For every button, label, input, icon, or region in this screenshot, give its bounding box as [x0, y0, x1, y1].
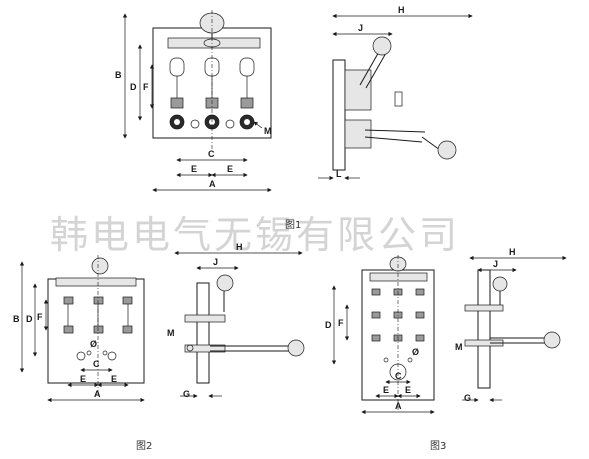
dim-label: D [26, 314, 33, 324]
dim-label: B [13, 314, 20, 324]
dim-label: F [37, 312, 43, 322]
dim-label: L [336, 169, 342, 179]
dim-label: J [358, 23, 363, 33]
dim-label: C [208, 149, 215, 159]
dim-label: H [236, 242, 243, 252]
dim-label: E [191, 164, 197, 174]
figure-1-front-view [122, 10, 272, 193]
dim-label: A [395, 401, 402, 411]
dim-label: D [130, 82, 137, 92]
dim-label: M [167, 328, 175, 338]
figure-3-side-view [462, 255, 567, 403]
dim-label: E [227, 164, 233, 174]
dim-label: H [509, 247, 516, 257]
figure-1-caption: 图1 [285, 219, 301, 231]
dim-label: H [398, 5, 405, 15]
dim-label: J [493, 259, 498, 269]
figure-3-front-view [331, 255, 435, 415]
dim-label: M [264, 126, 272, 136]
dim-label: J [213, 257, 218, 267]
company-watermark: 韩电电气无锡有限公司 [50, 213, 460, 257]
figure-2-caption: 图2 [136, 440, 152, 452]
figure-3-caption: 图3 [430, 440, 446, 452]
dim-label: C [395, 371, 402, 381]
dim-label: C [93, 359, 100, 369]
dim-label: F [338, 318, 344, 328]
dim-label: A [94, 389, 101, 399]
dim-label: D [325, 320, 332, 330]
figure-2-front-view [19, 255, 145, 403]
dim-label: G [183, 389, 190, 399]
dim-label: E [80, 374, 86, 384]
dim-label: E [111, 374, 117, 384]
dim-label: Ø [412, 347, 419, 357]
dim-label: Ø [90, 339, 97, 349]
figure-2-side-view [174, 250, 305, 399]
dim-label: E [405, 385, 411, 395]
dim-label: F [143, 82, 149, 92]
figure-1-side-view [318, 13, 473, 181]
dim-label: G [464, 393, 471, 403]
dim-label: A [209, 179, 216, 189]
dim-label: B [115, 70, 122, 80]
dim-label: E [383, 385, 389, 395]
dim-label: M [455, 342, 463, 352]
